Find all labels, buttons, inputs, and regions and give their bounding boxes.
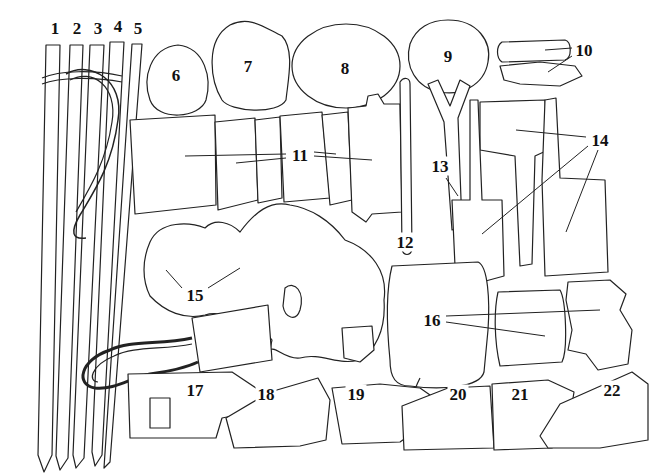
callout-number: 5 (132, 19, 145, 38)
callout-number: 19 (346, 385, 367, 404)
callout-number: 13 (430, 157, 451, 176)
callout-number: 14 (590, 131, 611, 150)
rod (400, 78, 412, 254)
callout-number: 4 (112, 17, 125, 36)
callout-number: 7 (242, 57, 255, 76)
callout-number: 18 (256, 385, 277, 404)
wooden-slats (130, 94, 402, 222)
disc (408, 20, 488, 93)
callout-number: 8 (339, 59, 352, 78)
spatulas (452, 98, 608, 282)
callout-number: 16 (422, 311, 443, 330)
wooden-sticks (38, 42, 142, 472)
callout-number: 9 (442, 47, 455, 66)
fragments-row (128, 372, 648, 450)
callout-number: 22 (602, 381, 623, 400)
disc (212, 21, 290, 110)
disc (292, 24, 400, 108)
callout-number: 21 (510, 385, 531, 404)
callout-number: 3 (92, 19, 105, 38)
callout-number: 15 (185, 286, 206, 305)
leader-lines (166, 48, 600, 336)
callout-number: 11 (290, 146, 310, 165)
callout-number: 20 (448, 385, 469, 404)
fragment (498, 40, 571, 62)
callout-number: 6 (170, 66, 183, 85)
cord-loop (42, 70, 122, 239)
callout-number: 2 (71, 19, 84, 38)
large-fragment (83, 204, 385, 388)
fragment (500, 62, 582, 86)
callout-number: 1 (49, 19, 62, 38)
callout-number: 10 (574, 41, 595, 60)
callout-number: 12 (395, 233, 416, 252)
fragments (387, 262, 632, 402)
disc (147, 45, 208, 115)
callout-number: 17 (185, 381, 206, 400)
